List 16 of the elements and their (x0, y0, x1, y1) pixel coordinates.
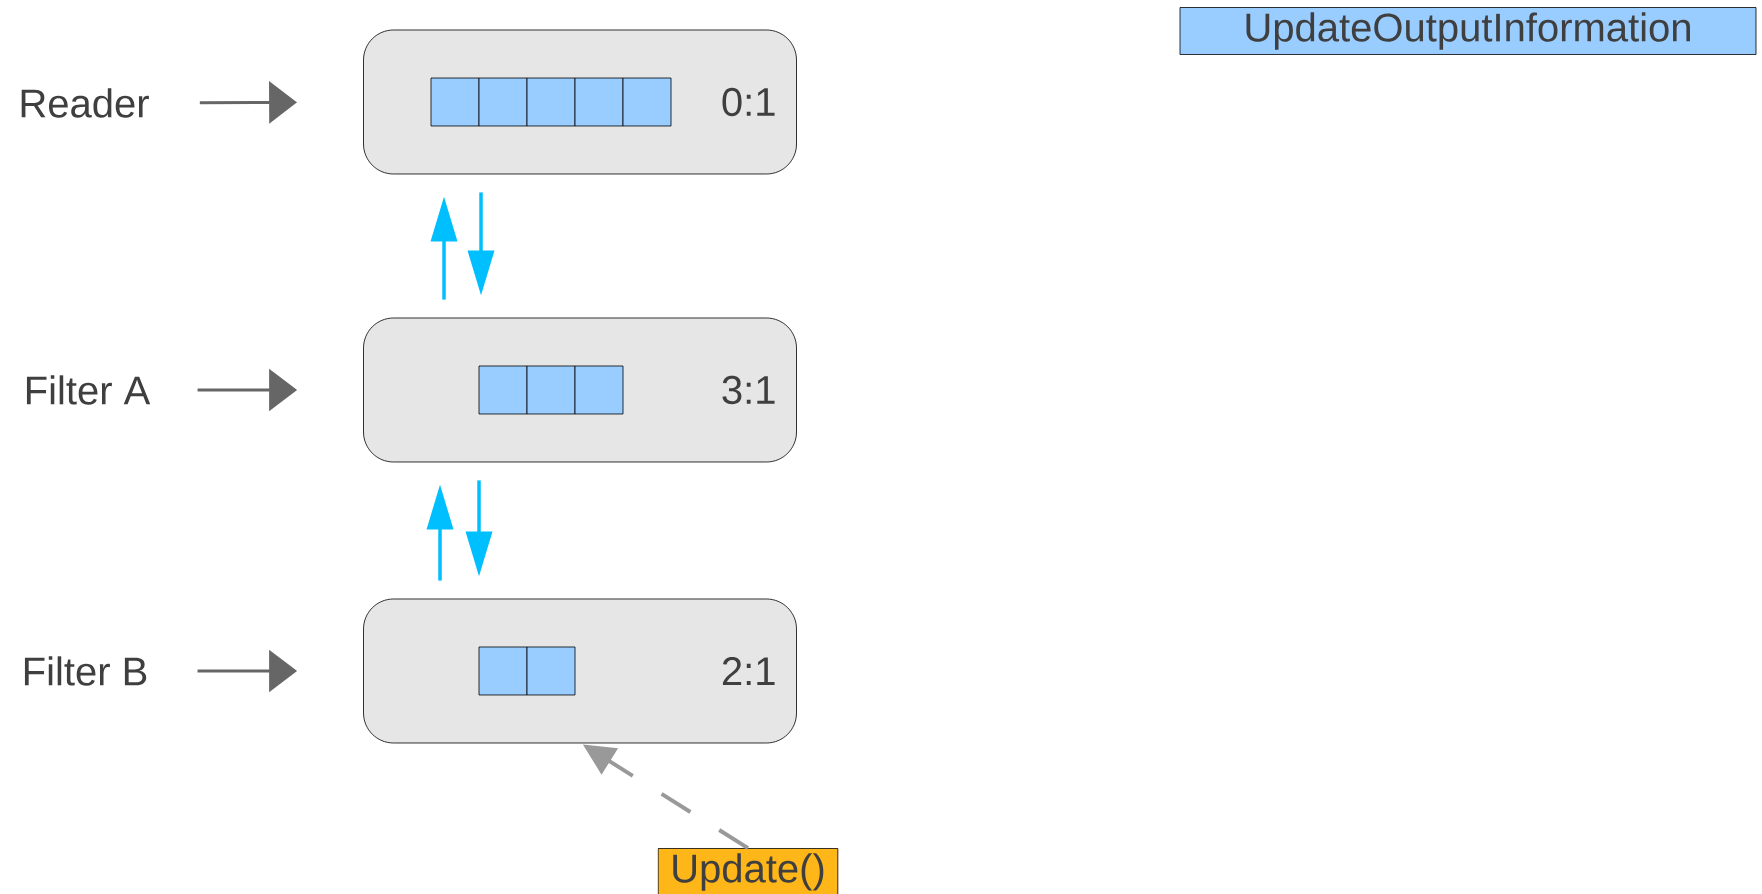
queue-cell (574, 365, 624, 415)
call-box: Update() (657, 848, 839, 894)
queue-cell (478, 77, 528, 127)
queue-cell (430, 77, 480, 127)
queue-cell (478, 365, 528, 415)
queue-cell (526, 646, 576, 696)
stage-label: Reader (21, 88, 149, 118)
method-box: UpdateOutputInformation (1179, 7, 1757, 55)
queue-cell (478, 646, 528, 696)
queue-cell (526, 77, 576, 127)
queue-cell (622, 77, 672, 127)
pipeline-box: 2:1 (363, 598, 797, 744)
stage-label: Filter A (26, 375, 151, 405)
queue-cell (526, 365, 576, 415)
queue-cell (574, 77, 624, 127)
stage-label: Filter B (24, 656, 147, 686)
